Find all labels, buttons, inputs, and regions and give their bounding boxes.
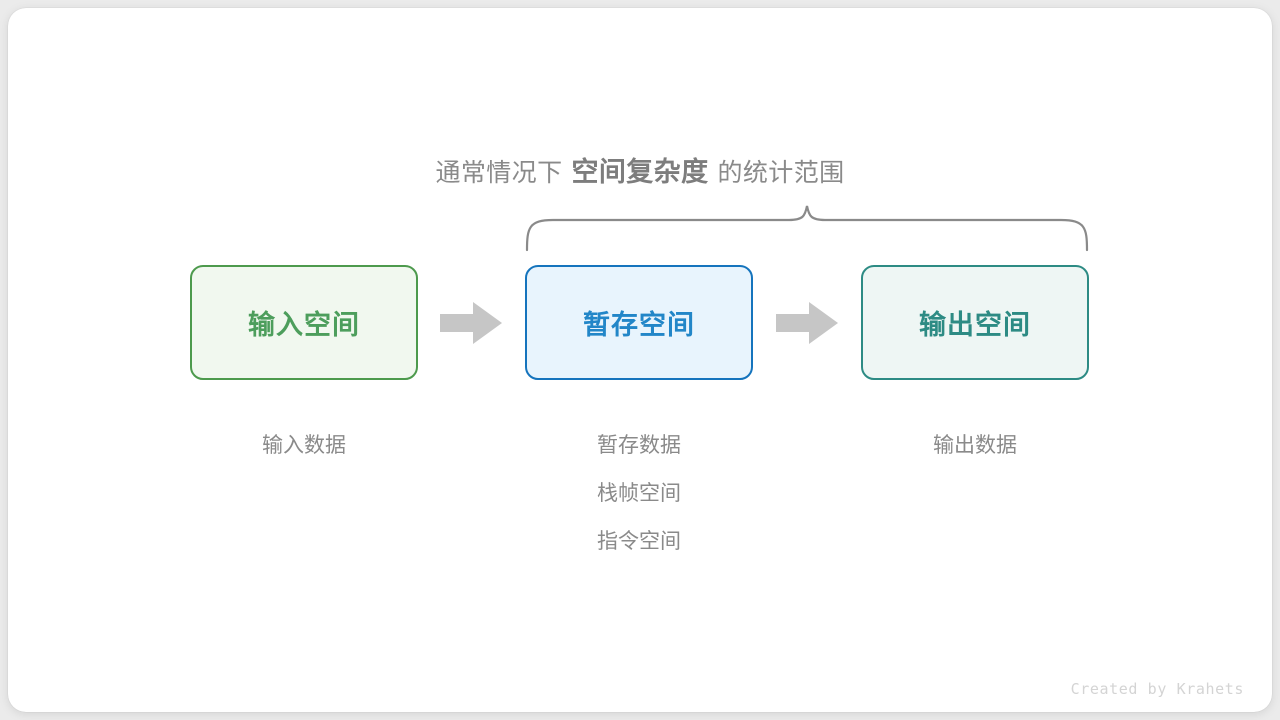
node-output-space-label: 输出空间 [919,310,1031,340]
heading-emphasis: 空间复杂度 [571,157,709,187]
node-output-space[interactable]: 输出空间 [861,265,1089,380]
caption-line: 栈帧空间 [597,482,681,505]
caption-line: 输出数据 [933,434,1017,457]
caption-line: 暂存数据 [597,434,681,457]
node-input-space-label: 输入空间 [248,310,360,340]
scope-heading: 通常情况下空间复杂度的统计范围 [0,150,1280,189]
heading-prefix: 通常情况下 [435,159,563,187]
caption-group-output: 输出数据 [825,422,1125,470]
caption-group-input: 输入数据 [154,422,454,470]
scope-brace-icon [525,205,1089,252]
caption-group-temp: 暂存数据 栈帧空间 指令空间 [489,422,789,566]
heading-suffix: 的统计范围 [717,159,845,187]
node-temp-space[interactable]: 暂存空间 [525,265,753,380]
caption-line: 指令空间 [597,530,681,553]
node-input-space[interactable]: 输入空间 [190,265,418,380]
node-temp-space-label: 暂存空间 [583,310,695,340]
arrow-right-icon-2 [776,302,838,344]
arrow-right-icon-1 [440,302,502,344]
watermark-credit: Created by Krahets [1070,680,1244,698]
caption-line: 输入数据 [262,434,346,457]
